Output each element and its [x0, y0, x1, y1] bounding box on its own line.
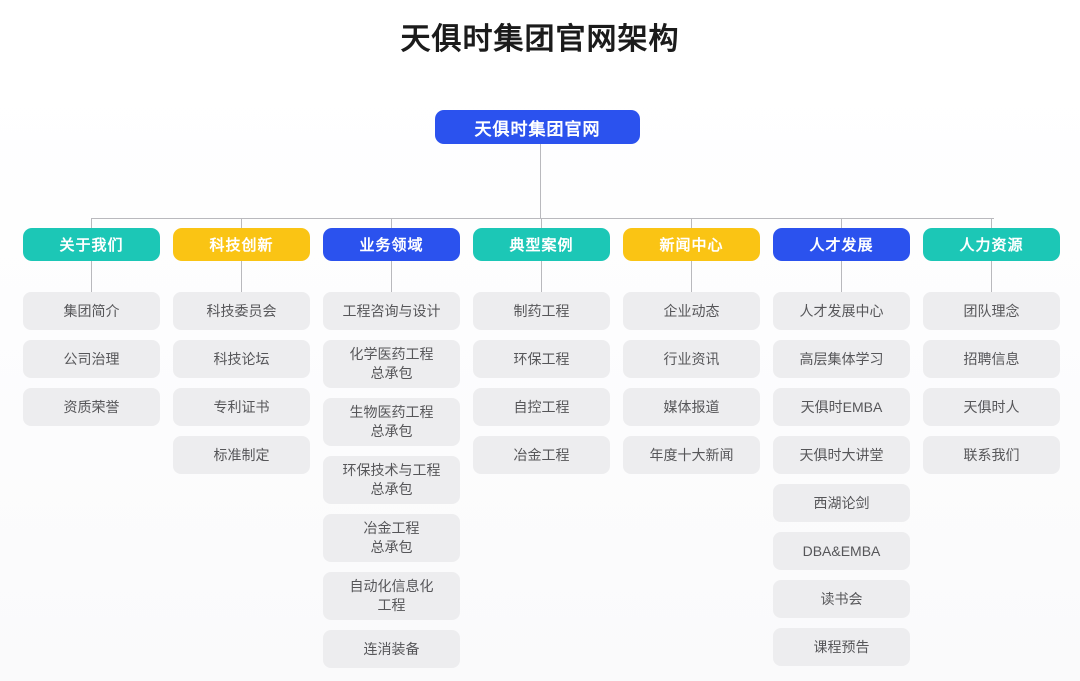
connector-drop-col-1: [91, 218, 92, 228]
item-card[interactable]: 生物医药工程 总承包: [323, 398, 460, 446]
root-node-label: 天俱时集团官网: [474, 119, 601, 139]
column-header-4[interactable]: 典型案例: [473, 228, 610, 261]
column-items-7: 团队理念招聘信息天俱时人联系我们: [923, 292, 1060, 474]
column-items-5: 企业动态行业资讯媒体报道年度十大新闻: [623, 292, 760, 474]
column-4: 典型案例制药工程环保工程自控工程冶金工程: [473, 228, 610, 668]
item-card[interactable]: 环保工程: [473, 340, 610, 378]
connector-drop-col-6: [841, 218, 842, 228]
column-header-5[interactable]: 新闻中心: [623, 228, 760, 261]
item-card[interactable]: 科技委员会: [173, 292, 310, 330]
connector-drop-col-5: [691, 218, 692, 228]
item-card[interactable]: 读书会: [773, 580, 910, 618]
item-card[interactable]: 行业资讯: [623, 340, 760, 378]
connector-root-drop: [540, 144, 541, 218]
item-card[interactable]: 专利证书: [173, 388, 310, 426]
item-card[interactable]: 环保技术与工程 总承包: [323, 456, 460, 504]
item-card[interactable]: 公司治理: [23, 340, 160, 378]
item-card[interactable]: 媒体报道: [623, 388, 760, 426]
column-items-4: 制药工程环保工程自控工程冶金工程: [473, 292, 610, 474]
connector-stem-col-7: [991, 261, 992, 292]
item-card[interactable]: 人才发展中心: [773, 292, 910, 330]
item-card[interactable]: 科技论坛: [173, 340, 310, 378]
item-card[interactable]: 联系我们: [923, 436, 1060, 474]
item-card[interactable]: 工程咨询与设计: [323, 292, 460, 330]
column-header-3[interactable]: 业务领域: [323, 228, 460, 261]
connector-bus: [91, 218, 994, 219]
column-items-1: 集团简介公司治理资质荣誉: [23, 292, 160, 426]
item-card[interactable]: 年度十大新闻: [623, 436, 760, 474]
column-header-6[interactable]: 人才发展: [773, 228, 910, 261]
item-card[interactable]: 制药工程: [473, 292, 610, 330]
item-card[interactable]: 西湖论剑: [773, 484, 910, 522]
item-card[interactable]: 企业动态: [623, 292, 760, 330]
column-items-2: 科技委员会科技论坛专利证书标准制定: [173, 292, 310, 474]
column-items-3: 工程咨询与设计化学医药工程 总承包生物医药工程 总承包环保技术与工程 总承包冶金…: [323, 292, 460, 668]
column-items-6: 人才发展中心高层集体学习天俱时EMBA 天俱时大讲堂西湖论剑 DBA&EMBA 读书会…: [773, 292, 910, 666]
column-3: 业务领域工程咨询与设计化学医药工程 总承包生物医药工程 总承包环保技术与工程 总…: [323, 228, 460, 668]
item-card[interactable]: 化学医药工程 总承包: [323, 340, 460, 388]
column-header-1[interactable]: 关于我们: [23, 228, 160, 261]
item-card[interactable]: 冶金工程 总承包: [323, 514, 460, 562]
column-1: 关于我们集团简介公司治理资质荣誉: [23, 228, 160, 668]
connector-stem-col-4: [541, 261, 542, 292]
connector-drop-col-2: [241, 218, 242, 228]
connector-stem-col-1: [91, 261, 92, 292]
connector-drop-col-3: [391, 218, 392, 228]
column-2: 科技创新科技委员会科技论坛专利证书标准制定: [173, 228, 310, 668]
column-5: 新闻中心企业动态行业资讯媒体报道年度十大新闻: [623, 228, 760, 668]
item-card[interactable]: 自动化信息化 工程: [323, 572, 460, 620]
item-card[interactable]: 连消装备: [323, 630, 460, 668]
item-card[interactable]: 团队理念: [923, 292, 1060, 330]
item-card[interactable]: 高层集体学习: [773, 340, 910, 378]
item-card[interactable]: 资质荣誉: [23, 388, 160, 426]
connector-drop-col-4: [541, 218, 542, 228]
item-card[interactable]: 自控工程: [473, 388, 610, 426]
connector-stem-col-6: [841, 261, 842, 292]
columns-container: 关于我们集团简介公司治理资质荣誉科技创新科技委员会科技论坛专利证书标准制定业务领…: [0, 228, 1080, 668]
item-card[interactable]: 招聘信息: [923, 340, 1060, 378]
column-7: 人力资源团队理念招聘信息天俱时人联系我们: [923, 228, 1060, 668]
item-card[interactable]: 课程预告: [773, 628, 910, 666]
item-card[interactable]: 天俱时人: [923, 388, 1060, 426]
item-card[interactable]: 标准制定: [173, 436, 310, 474]
column-header-7[interactable]: 人力资源: [923, 228, 1060, 261]
root-node[interactable]: 天俱时集团官网: [435, 110, 640, 144]
item-card[interactable]: 集团简介: [23, 292, 160, 330]
connector-stem-col-5: [691, 261, 692, 292]
column-6: 人才发展人才发展中心高层集体学习天俱时EMBA 天俱时大讲堂西湖论剑 DBA&EMB…: [773, 228, 910, 668]
item-card[interactable]: DBA&EMBA: [773, 532, 910, 570]
connector-stem-col-2: [241, 261, 242, 292]
connector-drop-col-7: [991, 218, 992, 228]
column-header-2[interactable]: 科技创新: [173, 228, 310, 261]
item-card[interactable]: 天俱时大讲堂: [773, 436, 910, 474]
page-title: 天俱时集团官网架构: [400, 23, 680, 56]
item-card[interactable]: 天俱时EMBA: [773, 388, 910, 426]
connector-stem-col-3: [391, 261, 392, 292]
item-card[interactable]: 冶金工程: [473, 436, 610, 474]
